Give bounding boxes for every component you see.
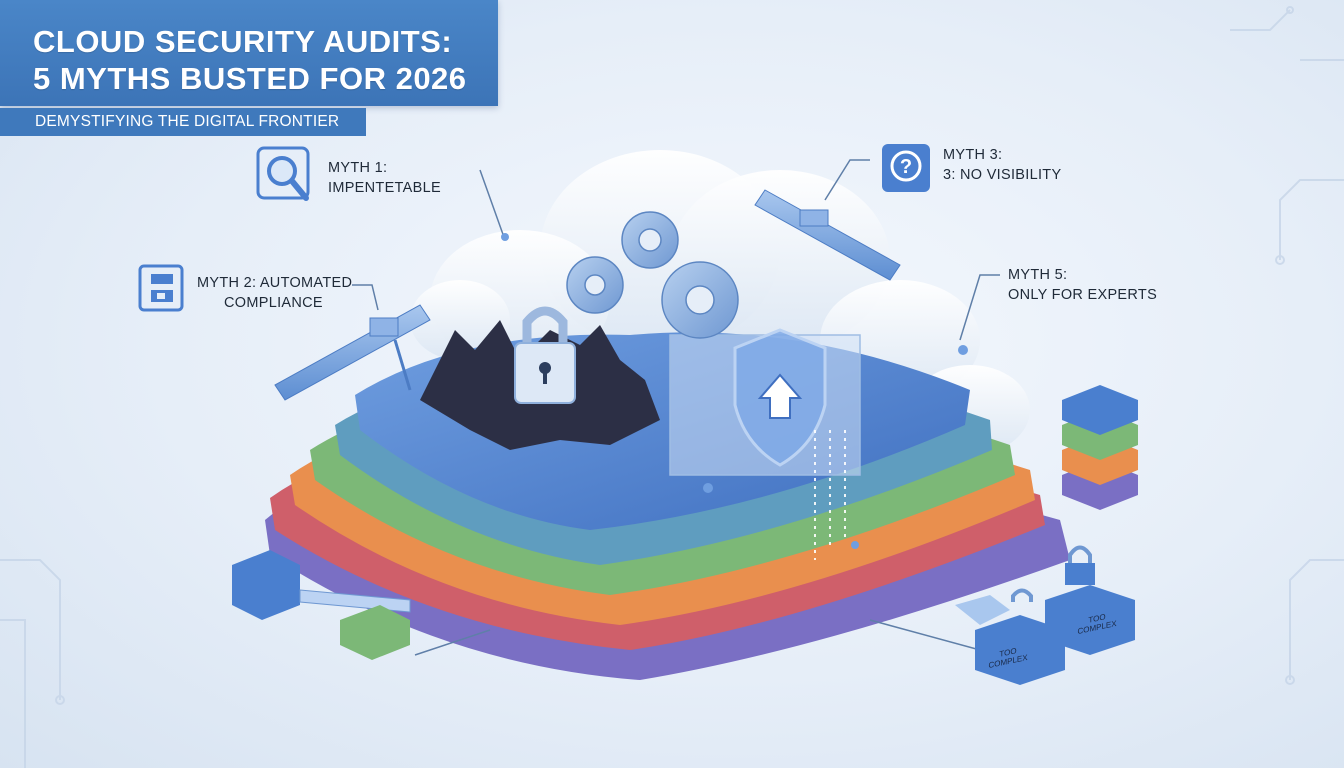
security-layers <box>265 332 1070 680</box>
myth3-label: MYTH 3: 3: NO VISIBILITY <box>943 145 1061 185</box>
data-streams <box>814 430 846 560</box>
bracket-block <box>232 550 411 660</box>
myth5-text: ONLY FOR EXPERTS <box>1008 287 1158 303</box>
page-subtitle: DEMYSTIFYING THE DIGITAL FRONTIER <box>35 113 340 130</box>
magnifier-icon <box>256 146 316 206</box>
document-icon <box>138 264 188 314</box>
locked-cubes <box>955 545 1135 685</box>
myth1-label: MYTH 1: IMPENTETABLE <box>328 158 441 198</box>
myth3-title: MYTH 3: <box>943 147 1003 163</box>
question-icon: ? <box>880 142 932 194</box>
beam-right <box>754 189 901 281</box>
callout-lines <box>352 159 1000 656</box>
title-banner: CLOUD SECURITY AUDITS: 5 MYTHS BUSTED FO… <box>0 0 498 106</box>
page-title-line2: 5 MYTHS BUSTED FOR 2026 <box>33 61 467 96</box>
subtitle-bar: DEMYSTIFYING THE DIGITAL FRONTIER <box>0 108 366 136</box>
shield-icon <box>733 328 827 467</box>
padlock-icon <box>514 306 576 404</box>
beam-left <box>274 304 431 401</box>
block-stack <box>1062 385 1138 510</box>
myth5-label: MYTH 5: ONLY FOR EXPERTS <box>1008 265 1157 305</box>
page-title-line1: CLOUD SECURITY AUDITS: <box>33 24 453 59</box>
myth1-title: MYTH 1: <box>328 160 388 176</box>
myth2-text: COMPLIANCE <box>224 295 323 311</box>
circuit-traces <box>0 6 1344 768</box>
myth2-label: MYTH 2: AUTOMATED COMPLIANCE <box>197 273 352 313</box>
myth1-text: IMPENTETABLE <box>328 180 441 196</box>
node-dots <box>501 233 968 549</box>
myth2-title: MYTH 2: AUTOMATED <box>197 275 353 291</box>
myth5-title: MYTH 5: <box>1008 267 1068 283</box>
svg-text:?: ? <box>900 156 912 178</box>
gears <box>566 211 739 339</box>
myth3-text: 3: NO VISIBILITY <box>943 167 1062 183</box>
